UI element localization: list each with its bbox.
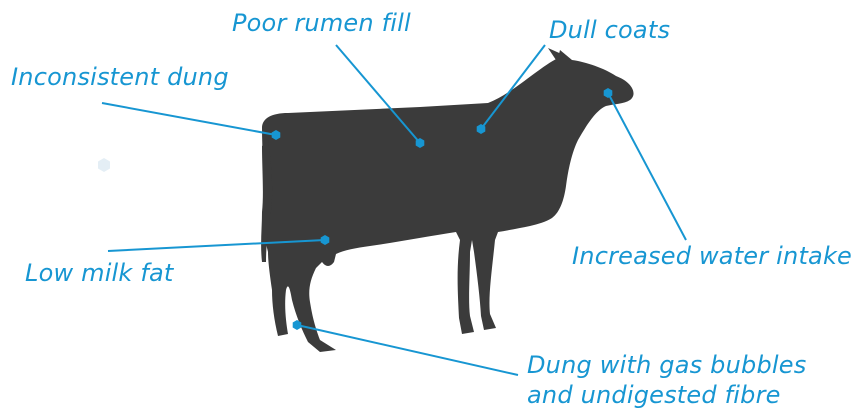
decorative-hexagon bbox=[98, 158, 110, 172]
label-low-milk-fat: Low milk fat bbox=[25, 258, 174, 288]
leader-inconsistent-dung bbox=[102, 103, 276, 135]
leader-increased-water-intake bbox=[608, 93, 686, 240]
label-poor-rumen-fill: Poor rumen fill bbox=[232, 8, 411, 38]
label-inconsistent-dung: Inconsistent dung bbox=[11, 62, 229, 92]
cow-silhouette bbox=[261, 48, 633, 352]
label-dull-coats: Dull coats bbox=[549, 15, 670, 45]
label-dung-gas-bubbles: Dung with gas bubbles and undigested fib… bbox=[527, 350, 806, 410]
label-increased-water-intake: Increased water intake bbox=[572, 241, 852, 271]
